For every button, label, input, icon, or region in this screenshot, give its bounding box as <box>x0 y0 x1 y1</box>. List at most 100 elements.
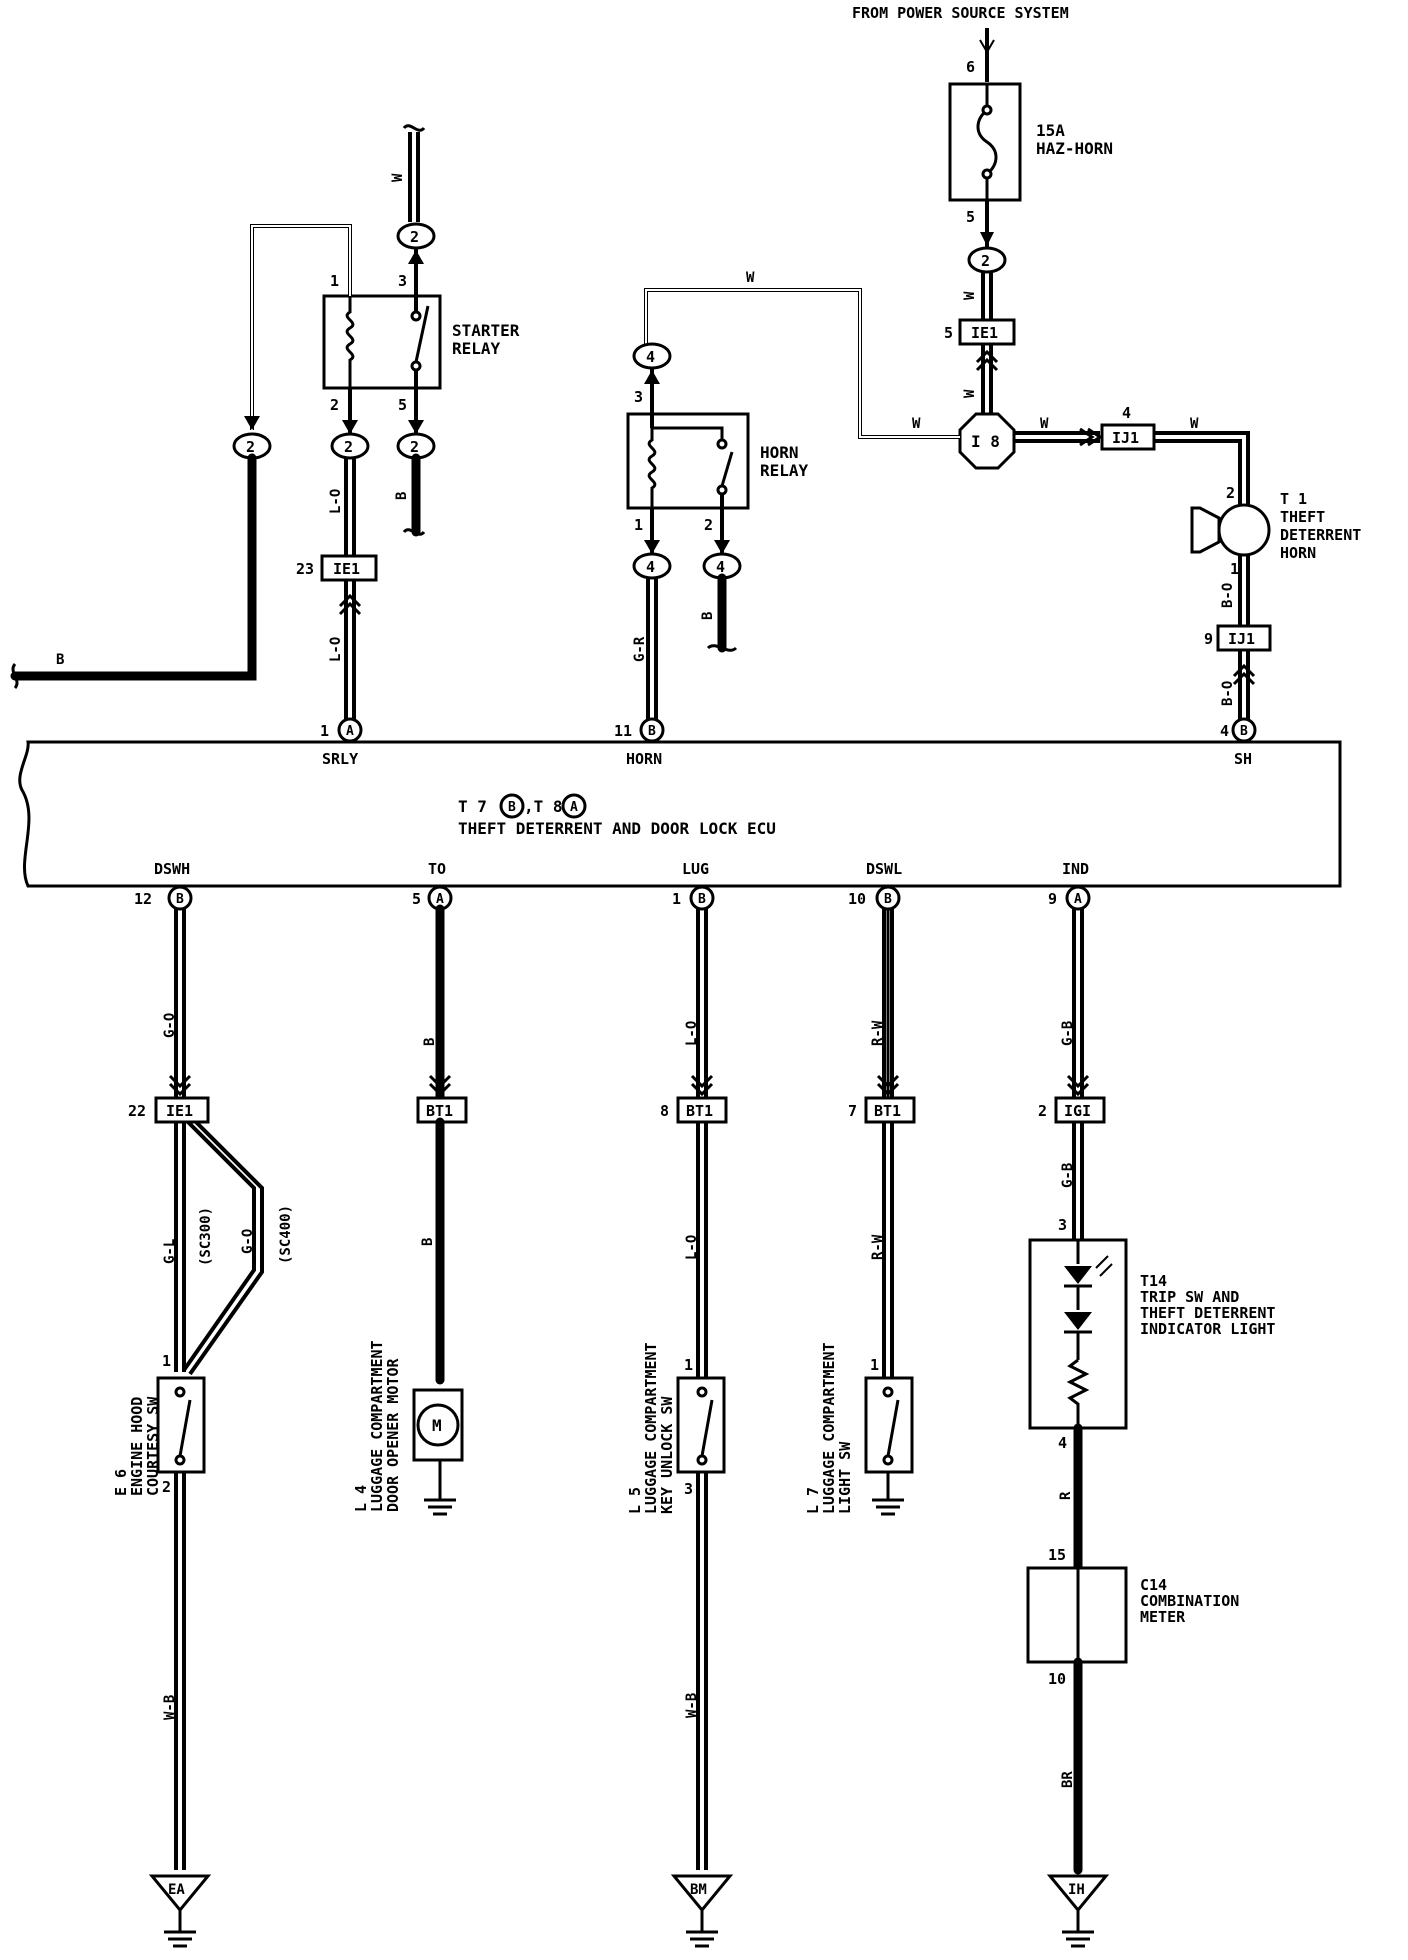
wire-b-to2: B <box>420 1238 436 1246</box>
led-icon <box>1064 1266 1092 1284</box>
wire-wb-1: W-B <box>162 1695 178 1720</box>
l7-id: L 7 <box>804 1487 822 1514</box>
wire-lo-1: L-O <box>328 489 344 514</box>
ij1-horn-pin: 9 <box>1204 630 1213 648</box>
wire-gb-1: G-B <box>1060 1021 1076 1046</box>
wire-b-horn: B <box>700 612 716 620</box>
diode-icon <box>1064 1312 1092 1330</box>
svg-text:LUG: LUG <box>682 860 709 878</box>
horn-name-1: THEFT <box>1280 508 1325 526</box>
c14-pin10: 10 <box>1048 1670 1066 1688</box>
wire-b-left: B <box>56 652 64 668</box>
e6-name-2: COURTESY SW <box>144 1396 162 1496</box>
wire-gl: G-L <box>162 1239 178 1264</box>
ij1-right-pin: 4 <box>1122 404 1131 422</box>
e6-pin2: 2 <box>162 1478 171 1496</box>
ie1-low-pin: 22 <box>128 1102 146 1120</box>
l7-name-2: LIGHT SW <box>836 1441 854 1514</box>
ie1-left: IE1 <box>333 560 360 578</box>
ig1-pin: 2 <box>1038 1102 1047 1120</box>
l7-pin1: 1 <box>870 1356 879 1374</box>
wire-wb-2: W-B <box>684 1693 700 1718</box>
wire-b-to1: B <box>422 1038 438 1046</box>
ecu-id-conn-a: A <box>570 800 578 815</box>
wire-w-ie1: W <box>962 389 978 398</box>
svg-text:5: 5 <box>412 890 421 908</box>
l4-name-2: DOOR OPENER MOTOR <box>384 1358 402 1512</box>
ecu-top-pin-sh: 4 B SH <box>1220 717 1257 768</box>
l5-pin1: 1 <box>684 1356 693 1374</box>
c14-pin15: 15 <box>1048 1546 1066 1564</box>
bt1-b: BT1 <box>686 1102 713 1120</box>
wire-lo-2: L-O <box>328 637 344 662</box>
wire-b-starter: B <box>394 492 410 500</box>
ij1-right: IJ1 <box>1112 429 1139 447</box>
wire-w-i8-right: W <box>1040 416 1049 432</box>
svg-text:B: B <box>1240 724 1248 739</box>
svg-text:10: 10 <box>848 890 866 908</box>
horn-pin2: 2 <box>704 516 713 534</box>
svg-text:DSWH: DSWH <box>154 860 190 878</box>
power-source-label: FROM POWER SOURCE SYSTEM <box>852 4 1069 22</box>
horn-name-2: DETERRENT <box>1280 526 1361 544</box>
conn-4-horn-2: 4 <box>716 558 725 576</box>
svg-text:1: 1 <box>672 890 681 908</box>
horn-relay-name-1: HORN <box>760 443 799 462</box>
bt1-b-pin: 8 <box>660 1102 669 1120</box>
ij1-horn: IJ1 <box>1228 630 1255 648</box>
ie1-upper: IE1 <box>971 324 998 342</box>
fuse-pin-out: 5 <box>966 208 975 226</box>
ecu-id-conn-b: B <box>508 800 516 815</box>
wire-rw-1: R-W <box>870 1020 886 1046</box>
svg-text:A: A <box>436 892 444 907</box>
t14-pin3: 3 <box>1058 1216 1067 1234</box>
horn-pin-bot: 1 <box>1230 560 1239 578</box>
t14-name-1: TRIP SW AND <box>1140 1288 1239 1306</box>
wire-w-top: W <box>390 173 406 182</box>
c14-id: C14 <box>1140 1576 1167 1594</box>
wire-sc300: (SC300) <box>198 1207 214 1266</box>
ecu-id-t7: T 7 <box>458 797 487 816</box>
e6-name-1: ENGINE HOOD <box>128 1397 146 1496</box>
conn-4-horn-top: 4 <box>646 348 655 366</box>
ig1: IGI <box>1064 1102 1091 1120</box>
horn-pin3: 3 <box>634 388 643 406</box>
fuse-symbol <box>976 84 998 200</box>
e6-pin1: 1 <box>162 1352 171 1370</box>
svg-text:DSWL: DSWL <box>866 860 902 878</box>
svg-text:TO: TO <box>428 860 446 878</box>
l5-id: L 5 <box>626 1487 644 1514</box>
starter-relay-name-2: RELAY <box>452 339 501 358</box>
ground-bm: BM <box>670 1874 734 1948</box>
l5-name-1: LUGGAGE COMPARTMENT <box>642 1342 660 1514</box>
t14-name-3: INDICATOR LIGHT <box>1140 1320 1275 1338</box>
ie1-low: IE1 <box>166 1102 193 1120</box>
c14-name-2: METER <box>1140 1608 1186 1626</box>
conn-2-left: 2 <box>246 438 255 456</box>
wire-w-i8-left: W <box>912 416 921 432</box>
conn-2-starter-2: 2 <box>344 438 353 456</box>
motor-icon <box>416 1403 460 1447</box>
svg-text:12: 12 <box>134 890 152 908</box>
ecu-box <box>18 740 1342 888</box>
starter-pin3: 3 <box>398 272 407 290</box>
ecu-id-t8: ,T 8 <box>524 797 563 816</box>
svg-text:IND: IND <box>1062 860 1089 878</box>
ecu-name: THEFT DETERRENT AND DOOR LOCK ECU <box>458 819 776 838</box>
conn-2-fuse: 2 <box>981 252 990 270</box>
t14-name-2: THEFT DETERRENT <box>1140 1304 1275 1322</box>
ecu-bottom-pin-lug: LUG 1 B <box>672 860 715 911</box>
wire-bo-1: B-O <box>1220 583 1236 608</box>
svg-text:9: 9 <box>1048 890 1057 908</box>
bt1-c-pin: 7 <box>848 1102 857 1120</box>
starter-pin5: 5 <box>398 396 407 414</box>
ecu-bottom-pin-ind: IND 9 A <box>1048 860 1091 911</box>
conn-2-starter-5: 2 <box>410 438 419 456</box>
svg-text:A: A <box>346 724 354 739</box>
wire-r: R <box>1058 1491 1074 1500</box>
wire-go-1: G-O <box>162 1013 178 1038</box>
l5-name-2: KEY UNLOCK SW <box>658 1396 676 1514</box>
starter-pin1: 1 <box>330 272 339 290</box>
svg-text:B: B <box>176 892 184 907</box>
conn-4-horn-1: 4 <box>646 558 655 576</box>
